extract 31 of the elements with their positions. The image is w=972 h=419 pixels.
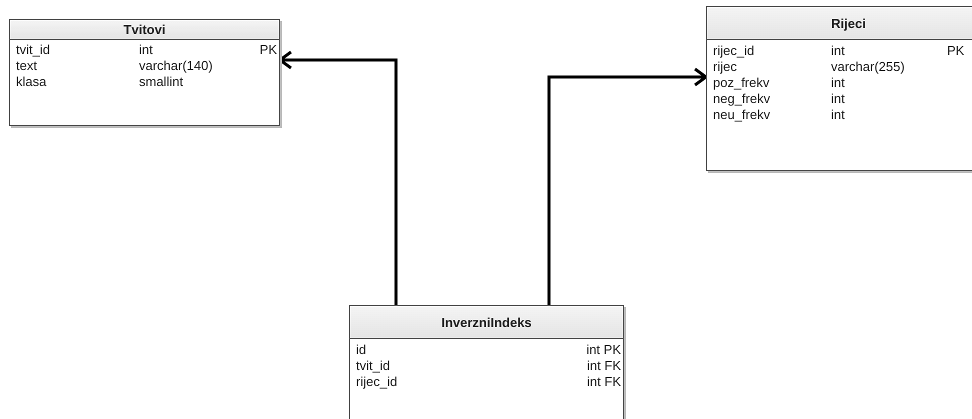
- column-type: int: [831, 75, 845, 91]
- column-name: neu_frekv: [713, 107, 770, 123]
- column-type: int PK: [586, 342, 621, 358]
- column-name: text: [16, 58, 37, 74]
- column-type: int: [831, 107, 845, 123]
- relationship-arrow: [548, 68, 708, 305]
- column-name: tvit_id: [16, 42, 50, 58]
- table-title: Rijeci: [831, 16, 866, 30]
- column-name: neg_frekv: [713, 91, 770, 107]
- column-name: rijec_id: [713, 43, 754, 59]
- column-name: poz_frekv: [713, 75, 770, 91]
- column-name: id: [356, 342, 366, 358]
- key-label: PK: [947, 43, 964, 59]
- column-name: rijec_id: [356, 374, 398, 390]
- entity-table: [349, 305, 624, 419]
- column-type: varchar(140): [139, 58, 213, 74]
- table-title: InverzniIndeks: [441, 314, 532, 330]
- column-name: klasa: [16, 74, 46, 90]
- table-title: Tvitovi: [124, 22, 166, 37]
- key-label: PK: [260, 42, 277, 58]
- entity-table: [706, 6, 972, 171]
- column-type: int: [139, 42, 153, 58]
- column-name: rijec: [713, 59, 737, 75]
- column-type: int FK: [587, 358, 621, 374]
- column-type: int: [831, 91, 845, 107]
- column-type: int: [831, 43, 845, 59]
- entity-table: [9, 19, 280, 126]
- column-type: int FK: [587, 374, 621, 390]
- column-type: smallint: [139, 74, 184, 90]
- column-type: varchar(255): [831, 59, 905, 75]
- column-name: tvit_id: [356, 358, 390, 374]
